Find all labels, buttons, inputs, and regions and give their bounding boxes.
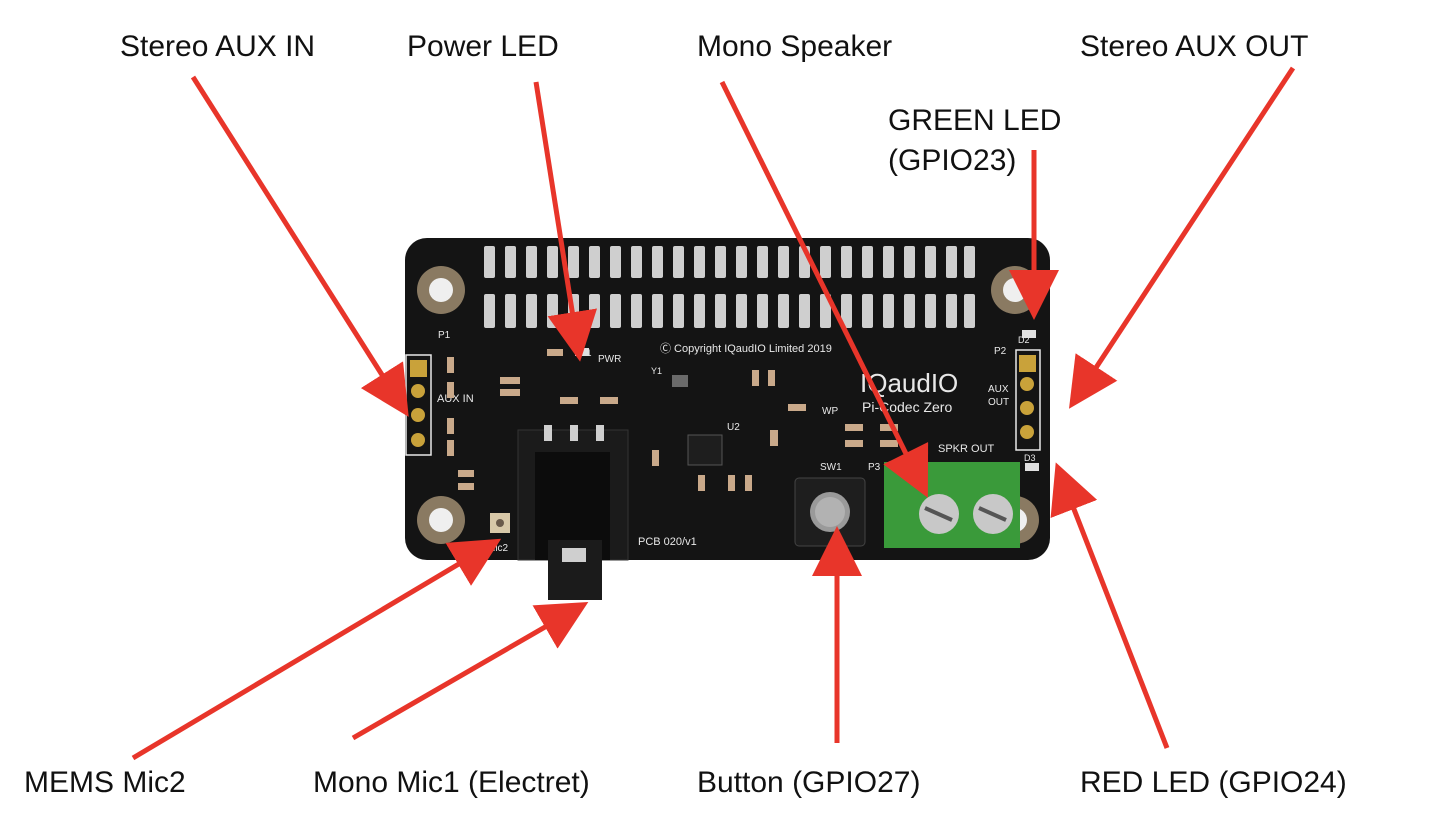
- audio-jack-icon: [517, 425, 629, 600]
- pcb-version-text: PCB 020/v1: [638, 536, 697, 548]
- aux-in-silk: AUX IN: [437, 393, 474, 405]
- model-text: Pi-Codec Zero: [862, 399, 952, 415]
- spkr-out-silk: SPKR OUT: [938, 443, 995, 455]
- label-mems-mic2: MEMS Mic2: [24, 766, 186, 799]
- label-green-led-line2: (GPIO23): [888, 144, 1017, 177]
- label-mono-mic1: Mono Mic1 (Electret): [313, 766, 590, 799]
- arrow-power-led: [533, 81, 598, 362]
- speaker-terminal-icon: [884, 462, 1020, 548]
- aux-out-silk-2: OUT: [988, 397, 1009, 408]
- u2-silk: U2: [727, 422, 740, 433]
- pcb-board: Ⓒ Copyright IQaudIO Limited 2019 IQaudIO…: [405, 238, 1050, 600]
- aux-out-silk-1: AUX: [988, 384, 1009, 395]
- aux-out-header: [1015, 349, 1041, 451]
- sw1-silk: SW1: [820, 462, 842, 473]
- label-green-led-line1: GREEN LED: [888, 104, 1062, 137]
- label-button: Button (GPIO27): [697, 766, 921, 799]
- p3-silk: P3: [868, 462, 881, 473]
- arrow-mono-mic1: [351, 601, 589, 741]
- label-power-led: Power LED: [407, 30, 559, 63]
- callout-arrows: [131, 66, 1296, 761]
- arrow-mems-mic2: [131, 538, 502, 761]
- arrow-aux-in: [190, 75, 409, 417]
- y1-silk: Y1: [651, 366, 662, 376]
- push-button-icon: [794, 477, 866, 547]
- d2-silk: D2: [1018, 335, 1030, 345]
- label-stereo-aux-out: Stereo AUX OUT: [1080, 30, 1309, 63]
- p2-silk: P2: [994, 346, 1007, 357]
- arrow-aux-out: [1069, 66, 1296, 409]
- aux-in-header: [405, 354, 432, 456]
- wp-silk: WP: [822, 406, 838, 417]
- d3-silk: D3: [1024, 453, 1036, 463]
- pwr-silk: PWR: [598, 354, 621, 365]
- label-mono-speaker: Mono Speaker: [697, 30, 893, 63]
- arrow-mono-speaker: [719, 80, 929, 498]
- p1-silk: P1: [438, 330, 451, 341]
- copyright-text: Ⓒ Copyright IQaudIO Limited 2019: [660, 342, 832, 355]
- label-red-led: RED LED (GPIO24): [1080, 766, 1347, 799]
- label-stereo-aux-in: Stereo AUX IN: [120, 30, 316, 63]
- mic2-silk: Mic2: [487, 543, 509, 554]
- arrow-red-led: [1050, 462, 1170, 749]
